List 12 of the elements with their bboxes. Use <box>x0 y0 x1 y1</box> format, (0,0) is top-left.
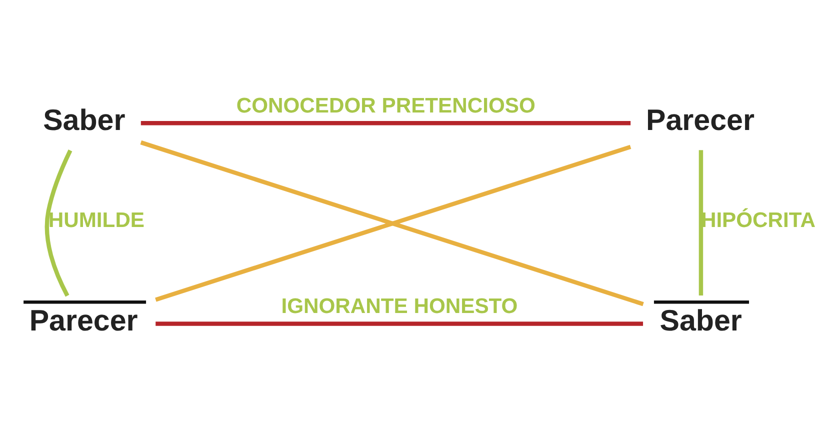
node-text: Parecer <box>29 304 138 338</box>
connector <box>140 121 631 126</box>
edge-label: CONOCEDOR PRETENCIOSO <box>236 94 536 118</box>
connector <box>156 322 644 326</box>
node-text: Saber <box>43 104 126 137</box>
connector <box>698 150 704 296</box>
connector <box>44 150 72 297</box>
node-text: Parecer <box>646 104 754 137</box>
node-text: Saber <box>660 304 742 338</box>
edge-label: HIPÓCRITA <box>700 209 816 232</box>
edge-label: HUMILDE <box>48 209 145 232</box>
edge-label: IGNORANTE HONESTO <box>281 295 518 318</box>
